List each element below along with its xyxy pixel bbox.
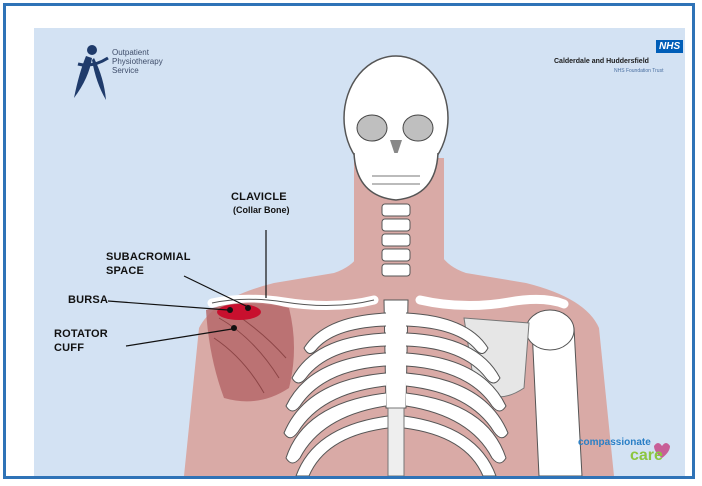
logo-line-3: Service: [112, 66, 139, 75]
sternum: [384, 300, 408, 408]
shoulder-anatomy-poster: Outpatient Physiotherapy Service NHS Cal…: [34, 28, 685, 476]
cervical-spine: [382, 204, 410, 276]
branding-word-2: care: [630, 447, 663, 465]
label-subacromial-line1: SUBACROMIAL: [106, 251, 191, 263]
label-bursa: BURSA: [68, 294, 108, 306]
humeral-head: [526, 310, 574, 350]
label-rotator-line1: ROTATOR: [54, 328, 108, 340]
label-rotator-line2: CUFF: [54, 342, 84, 354]
physiotherapy-logo-icon: [74, 45, 108, 100]
logo-line-2: Physiotherapy: [112, 57, 163, 66]
nhs-badge: NHS: [656, 40, 683, 53]
logo-line-1: Outpatient: [112, 48, 149, 57]
humerus: [532, 328, 582, 476]
label-subacromial-line2: SPACE: [106, 265, 144, 277]
image-frame: Outpatient Physiotherapy Service NHS Cal…: [3, 3, 695, 479]
label-clavicle: CLAVICLE: [231, 191, 287, 203]
trust-subtitle: NHS Foundation Trust: [614, 68, 663, 74]
trust-name: Calderdale and Huddersfield: [554, 58, 649, 65]
rotator-pointer-dot: [231, 325, 237, 331]
left-eye-socket: [357, 115, 387, 141]
right-eye-socket: [403, 115, 433, 141]
thoracic-spine: [388, 408, 404, 476]
label-clavicle-sub: (Collar Bone): [233, 205, 290, 215]
bursa-shape: [217, 304, 261, 320]
